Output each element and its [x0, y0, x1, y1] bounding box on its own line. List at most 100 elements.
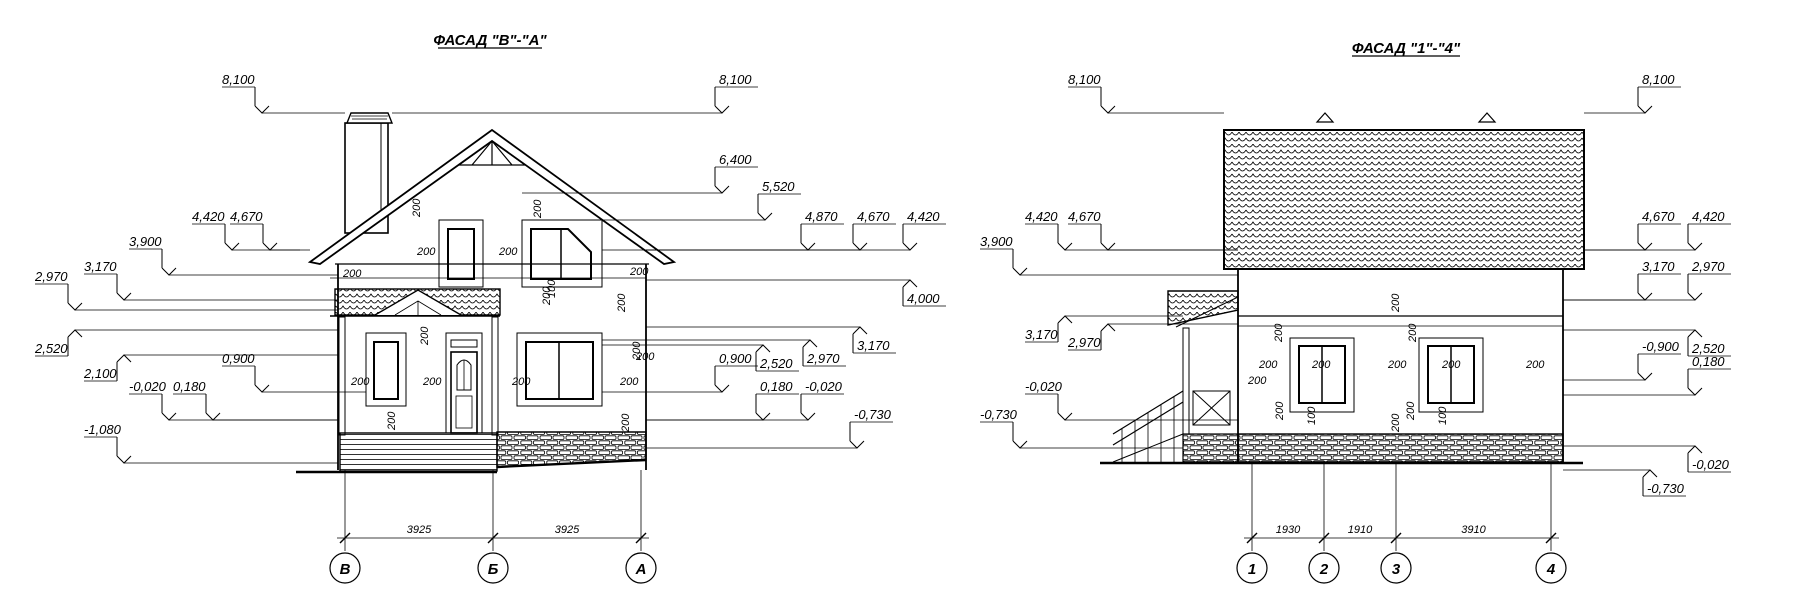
level-marks-right: 8,100 4,670 4,420 3,170 2,970 2,520 -0,900 0,18… — [1563, 72, 1731, 497]
stone-plinth — [1237, 433, 1564, 463]
axis-bubble — [1380, 552, 1412, 584]
window-lower-right — [516, 332, 603, 407]
level-mark: 2,970 — [1691, 259, 1725, 274]
dimension-label: 200 — [419, 326, 431, 346]
level-mark: 0,180 — [1692, 354, 1725, 369]
level-mark: 4,870 — [805, 209, 838, 224]
span-dimension: 1930 — [1276, 524, 1301, 536]
facade-1-4: ФАСАД "1"-"4" — [980, 40, 1731, 584]
level-mark: 2,520 — [759, 356, 793, 371]
dimension-label: 200 — [1274, 401, 1286, 421]
dimension-label: 200 — [541, 286, 553, 306]
porch-steps — [339, 432, 498, 472]
dimension-label: 200 — [1441, 359, 1461, 371]
span-dimension: 1910 — [1348, 524, 1373, 536]
level-mark: -0,730 — [980, 407, 1018, 422]
dimension-label: 200 — [1258, 359, 1278, 371]
level-mark: 4,420 — [1692, 209, 1725, 224]
window-upper-left — [438, 219, 484, 288]
dimension-label: 200 — [511, 376, 531, 388]
window-upper-right — [521, 219, 603, 288]
porch-rail-panel — [1192, 390, 1231, 426]
level-mark: 0,900 — [222, 351, 255, 366]
axis-label: 1 — [1248, 561, 1256, 578]
dimension-label: 100 — [546, 279, 558, 298]
level-mark: -1,080 — [84, 422, 122, 437]
axis-label: 3 — [1392, 561, 1401, 578]
dimension-label: 200 — [1311, 359, 1331, 371]
dimension-label: 200 — [616, 293, 628, 313]
dimension-label: 100 — [1306, 406, 1318, 425]
level-mark: 8,100 — [719, 72, 752, 87]
dimension-label: 200 — [350, 376, 370, 388]
dimension-label: 200 — [342, 268, 362, 280]
roof-vents — [1315, 112, 1497, 123]
dimension-label: 200 — [635, 351, 655, 363]
dimension-label: 200 — [619, 376, 639, 388]
level-mark: 2,970 — [806, 351, 840, 366]
level-mark: 8,100 — [1642, 72, 1675, 87]
level-mark: 0,900 — [719, 351, 752, 366]
house-v-a — [296, 112, 677, 474]
level-mark: 6,400 — [719, 152, 752, 167]
axis-dimensions: 1 1930 2 1910 3 3910 4 — [1236, 462, 1567, 584]
window-left — [1289, 337, 1355, 413]
level-mark: -0,730 — [1647, 481, 1685, 496]
facade-title: ФАСАД "В"-"А" — [433, 32, 547, 49]
level-mark: -0,020 — [1025, 379, 1063, 394]
dimension-label: 200 — [498, 246, 518, 258]
porch-canopy — [1167, 290, 1239, 326]
level-mark: 2,520 — [34, 341, 68, 356]
axis-label: Б — [488, 561, 499, 578]
axis-bubble — [625, 552, 657, 584]
level-marks-left: 8,1004,6704,4203,9003,1702,9702,5202,100… — [34, 72, 366, 464]
dimension-label: 200 — [620, 413, 632, 433]
level-mark: 4,000 — [907, 291, 940, 306]
dimension-label: 200 — [1525, 359, 1545, 371]
level-mark: 3,900 — [980, 234, 1013, 249]
dimension-label: 200 — [1390, 293, 1402, 313]
level-mark: 3,170 — [1025, 327, 1058, 342]
span-dimension: 3910 — [1461, 524, 1486, 536]
level-mark: 4,670 — [1068, 209, 1101, 224]
dimension-label: 200 — [532, 199, 544, 219]
level-mark: 4,670 — [1642, 209, 1675, 224]
window-lower-left — [365, 332, 407, 407]
axis-bubble — [1308, 552, 1340, 584]
level-mark: 2,100 — [83, 366, 117, 381]
axis-label: В — [340, 561, 351, 578]
dimension-label: 200 — [411, 198, 423, 218]
axis-label: 2 — [1319, 561, 1329, 578]
level-mark: 2,970 — [1067, 335, 1101, 350]
dimension-label: 100 — [1437, 406, 1449, 425]
gable-ornament — [458, 140, 526, 166]
level-mark: 3,170 — [84, 259, 117, 274]
level-mark: -0,730 — [854, 407, 892, 422]
house-1-4 — [1100, 112, 1585, 465]
level-mark: 3,900 — [129, 234, 162, 249]
level-mark: 3,170 — [1642, 259, 1675, 274]
dimension-label: 200 — [386, 411, 398, 431]
dimension-label: 200 — [416, 246, 436, 258]
level-mark: 5,520 — [762, 179, 795, 194]
level-mark: 4,420 — [192, 209, 225, 224]
dimension-label: 200 — [629, 266, 649, 278]
axis-bubble — [329, 552, 361, 584]
level-mark: 3,170 — [857, 338, 890, 353]
level-mark: -0,900 — [1642, 339, 1680, 354]
level-mark: 4,670 — [230, 209, 263, 224]
level-mark: 2,970 — [34, 269, 68, 284]
facade-v-a: ФАСАД "В"-"А" — [34, 32, 946, 584]
axis-label: 4 — [1546, 561, 1556, 578]
dimension-label: 200 — [1273, 323, 1285, 343]
axis-bubble — [477, 552, 509, 584]
level-mark: 2,520 — [1691, 341, 1725, 356]
window-right — [1418, 337, 1484, 413]
dimension-label: 200 — [1407, 323, 1419, 343]
